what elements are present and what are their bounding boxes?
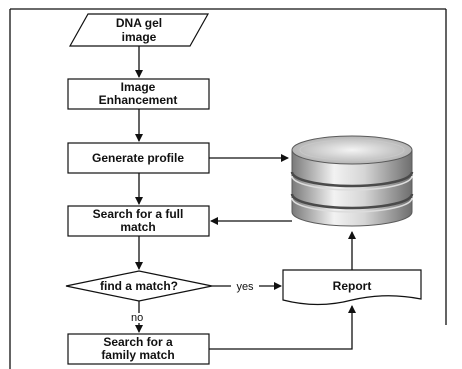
- enhance-node-line-2: Enhancement: [99, 93, 178, 107]
- family-match-node: Search for a family match: [67, 333, 210, 365]
- enhance-node-line-1: Image: [121, 80, 156, 94]
- figure-frame: [9, 8, 447, 369]
- family-match-node-line-2: family match: [101, 348, 174, 362]
- edges: [135, 46, 356, 350]
- yes-label: yes: [236, 281, 254, 293]
- full-match-node-line-1: Search for a full: [93, 207, 184, 221]
- report-node-text: Report: [333, 279, 372, 293]
- edge-family-report: [209, 305, 356, 350]
- decision-node: find a match?: [65, 270, 213, 302]
- no-label: no: [131, 312, 143, 324]
- full-match-node: Search for a full match: [67, 205, 210, 237]
- input-node: DNA gel image: [68, 13, 210, 47]
- profile-node-line-1: Generate profile: [92, 151, 184, 165]
- family-match-node-line-1: Search for a: [103, 335, 173, 349]
- full-match-node-line-2: match: [120, 220, 155, 234]
- decision-node-text: find a match?: [100, 279, 178, 293]
- database-cylinder-icon: [290, 135, 414, 227]
- profile-node: Generate profile: [67, 142, 210, 174]
- input-node-line-2: image: [122, 30, 157, 44]
- report-node: Report: [282, 269, 422, 306]
- input-node-line-1: DNA gel: [116, 16, 162, 30]
- enhance-node: Image Enhancement: [67, 78, 210, 110]
